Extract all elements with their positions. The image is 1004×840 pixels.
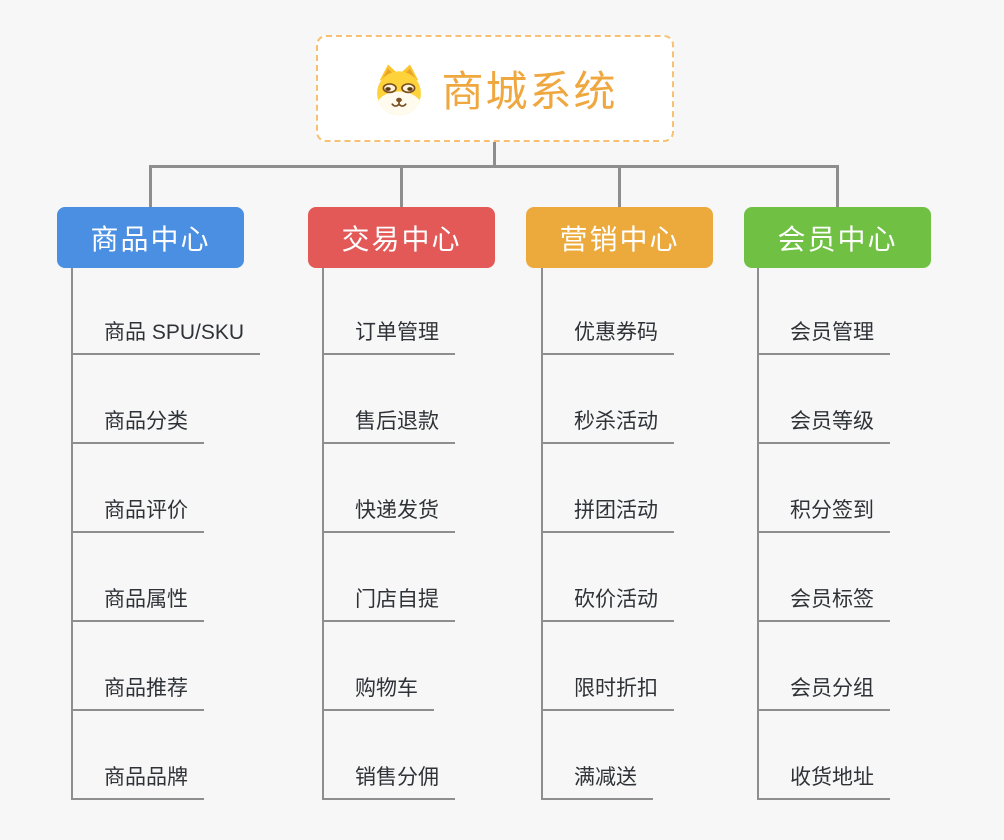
leaf-node[interactable]: 秒杀活动 [541,407,674,444]
leaf-node[interactable]: 快递发货 [322,496,455,533]
leaf-node[interactable]: 订单管理 [322,318,455,355]
branch-drop-line [618,165,621,207]
leaf-node[interactable]: 限时折扣 [541,674,674,711]
branch-node-trade-center[interactable]: 交易中心 [308,207,495,268]
leaf-node[interactable]: 优惠券码 [541,318,674,355]
leaf-node[interactable]: 商品 SPU/SKU [71,318,261,355]
leaf-node[interactable]: 收货地址 [757,763,890,800]
column-stem-line [71,268,73,800]
dog-icon [372,62,426,116]
leaf-node[interactable]: 购物车 [322,674,434,711]
branch-horizontal-line [149,165,839,168]
branch-drop-line [400,165,403,207]
leaf-node[interactable]: 拼团活动 [541,496,674,533]
column-stem-line [757,268,759,800]
root-node-label: 商城系统 [441,68,618,115]
branch-node-marketing-center[interactable]: 营销中心 [526,207,713,268]
leaf-node[interactable]: 商品属性 [71,585,204,622]
leaf-node[interactable]: 会员分组 [757,674,890,711]
leaf-node[interactable]: 商品分类 [71,407,204,444]
column-stem-line [322,268,324,800]
leaf-node[interactable]: 积分签到 [757,496,890,533]
leaf-node[interactable]: 会员管理 [757,318,890,355]
leaf-node[interactable]: 满减送 [541,763,653,800]
branch-drop-line [149,165,152,207]
leaf-node[interactable]: 售后退款 [322,407,455,444]
leaf-node[interactable]: 会员等级 [757,407,890,444]
leaf-node[interactable]: 会员标签 [757,585,890,622]
leaf-node[interactable]: 砍价活动 [541,585,674,622]
branch-node-member-center[interactable]: 会员中心 [744,207,931,268]
leaf-node[interactable]: 销售分佣 [322,763,455,800]
root-drop-line [493,142,496,168]
branch-drop-line [836,165,839,207]
leaf-node[interactable]: 商品品牌 [71,763,204,800]
leaf-node[interactable]: 商品推荐 [71,674,204,711]
leaf-node[interactable]: 门店自提 [322,585,455,622]
root-node[interactable]: 商城系统 [316,35,674,142]
leaf-node[interactable]: 商品评价 [71,496,204,533]
column-stem-line [541,268,543,800]
branch-node-product-center[interactable]: 商品中心 [57,207,244,268]
